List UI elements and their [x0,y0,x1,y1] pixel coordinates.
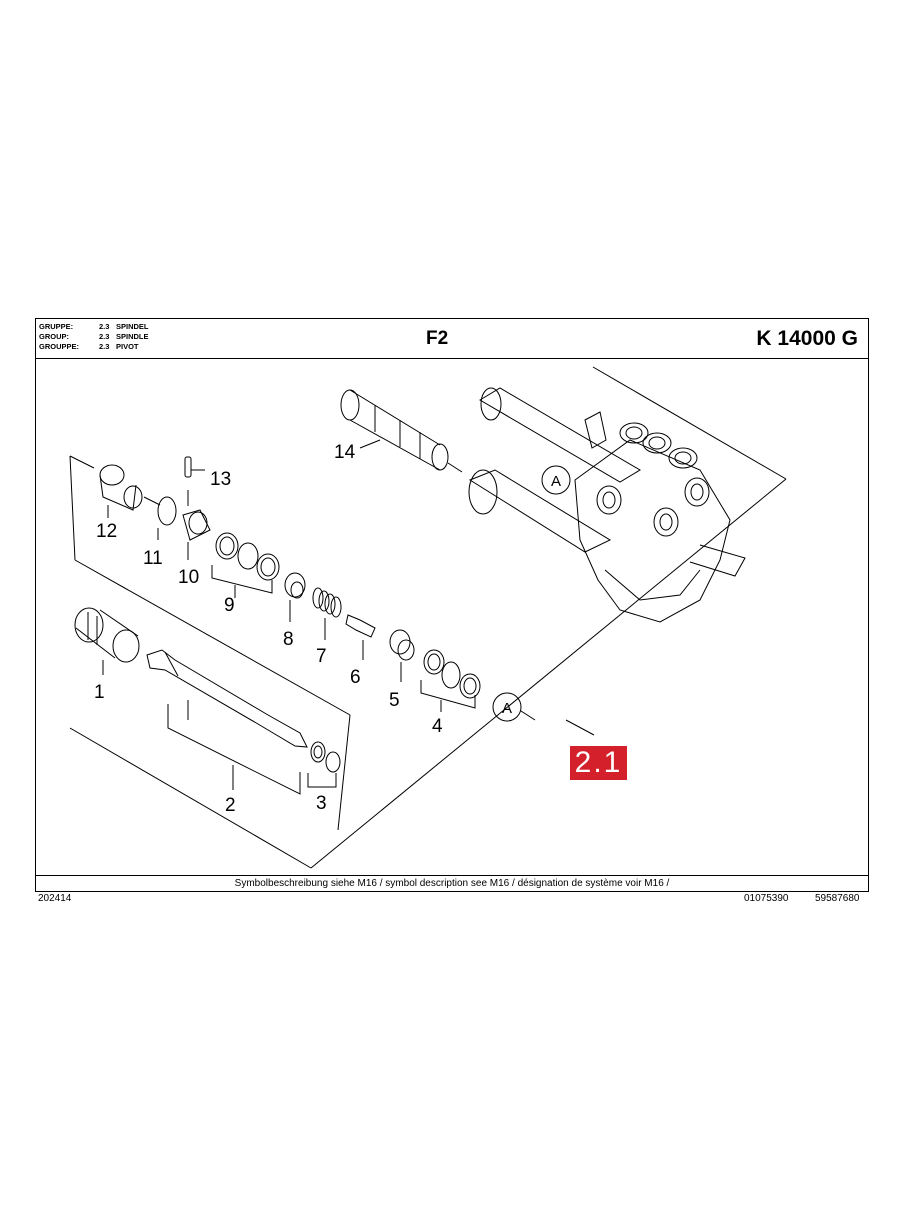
footer-right-code: 59587680 [815,893,860,904]
label-8: 8 [283,629,294,650]
footer-note: Symbolbeschreibung siehe M16 / symbol de… [36,875,868,891]
label-13: 13 [210,469,231,490]
part-4-seal-set [420,649,481,712]
ref-a-label-top: A [551,473,561,490]
sheet-code: F2 [426,328,449,349]
part-3-orings [307,741,341,788]
footer-left-code: 202414 [38,893,72,904]
label-7: 7 [316,646,327,667]
part-7-spring [312,587,342,640]
part-labels: 14 13 12 11 10 9 8 7 6 5 4 1 2 3 A A [94,442,561,816]
label-5: 5 [389,690,400,711]
part-14-filter [340,389,463,473]
part-9-seal-set [211,532,280,598]
ref-a-circle-bottom [492,692,522,722]
part-1-knurled-nut [74,607,140,675]
part-2-spindle [146,649,308,795]
label-4: 4 [432,716,443,737]
part-11-oring [157,496,177,526]
ref-a-label-bottom: A [502,700,512,717]
label-9: 9 [224,595,235,616]
label-11: 11 [143,548,163,569]
label-14: 14 [334,442,356,463]
label-10: 10 [178,567,199,588]
label-6: 6 [350,667,361,688]
label-3: 3 [316,793,327,814]
part-5-valve-seat [389,629,415,682]
label-12: 12 [96,521,117,542]
part-13-pin [184,456,205,506]
label-2: 2 [225,795,236,816]
pump-housing [468,387,746,623]
footer-mid-code: 01075390 [744,893,789,904]
model-name: K 14000 G [756,327,858,350]
part-12-sleeve [99,464,161,518]
section-badge: 2.1 [570,746,627,780]
ref-a-circle-top [541,465,571,495]
assembly-frame-lines [69,366,787,869]
label-1: 1 [94,682,105,703]
part-6-valve-pin [345,614,376,660]
part-10-bushing [182,509,211,560]
part-8-valve-seat [284,572,306,622]
